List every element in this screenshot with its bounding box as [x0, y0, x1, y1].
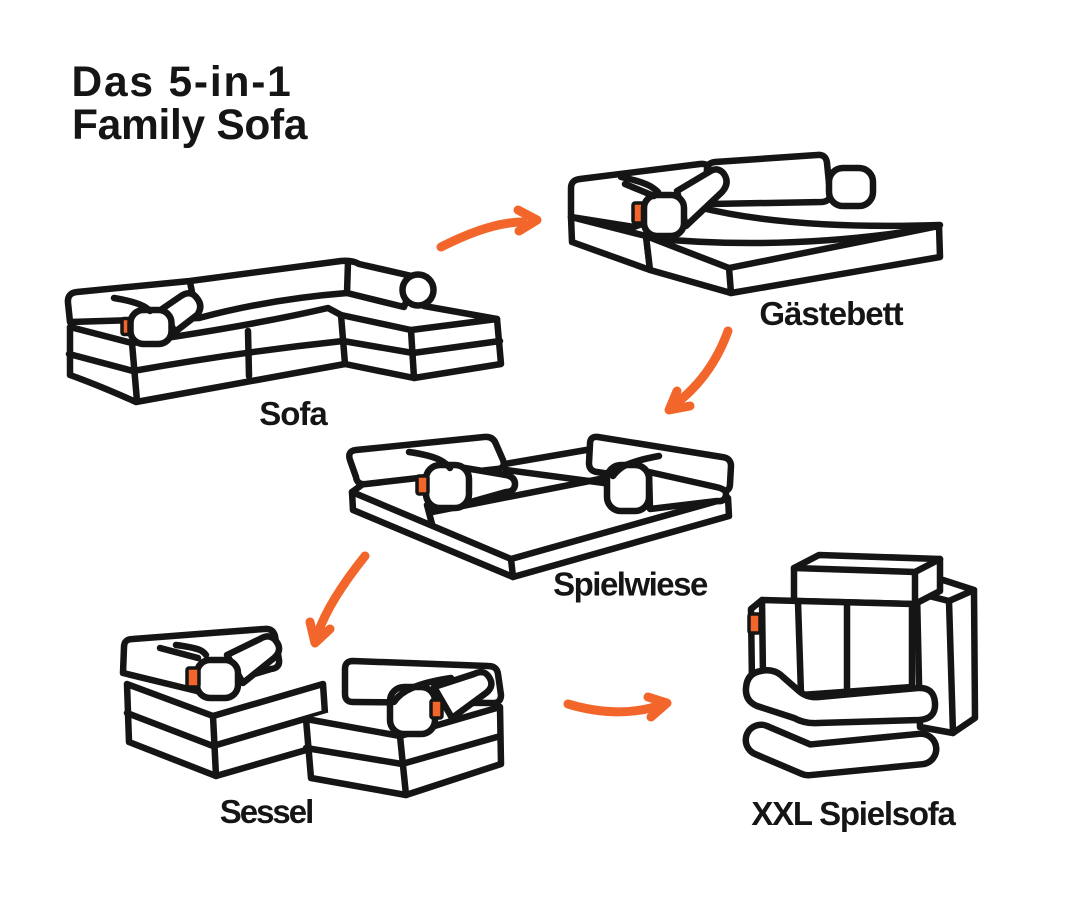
svg-text:Spielwiese: Spielwiese — [553, 566, 708, 603]
svg-text:Family Sofa: Family Sofa — [72, 102, 308, 149]
svg-text:XXL Spielsofa: XXL Spielsofa — [751, 795, 956, 832]
svg-text:Sofa: Sofa — [259, 395, 328, 432]
svg-text:Sessel: Sessel — [220, 793, 313, 830]
svg-text:Gästebett: Gästebett — [759, 295, 903, 332]
svg-text:Das 5-in-1: Das 5-in-1 — [72, 59, 293, 106]
